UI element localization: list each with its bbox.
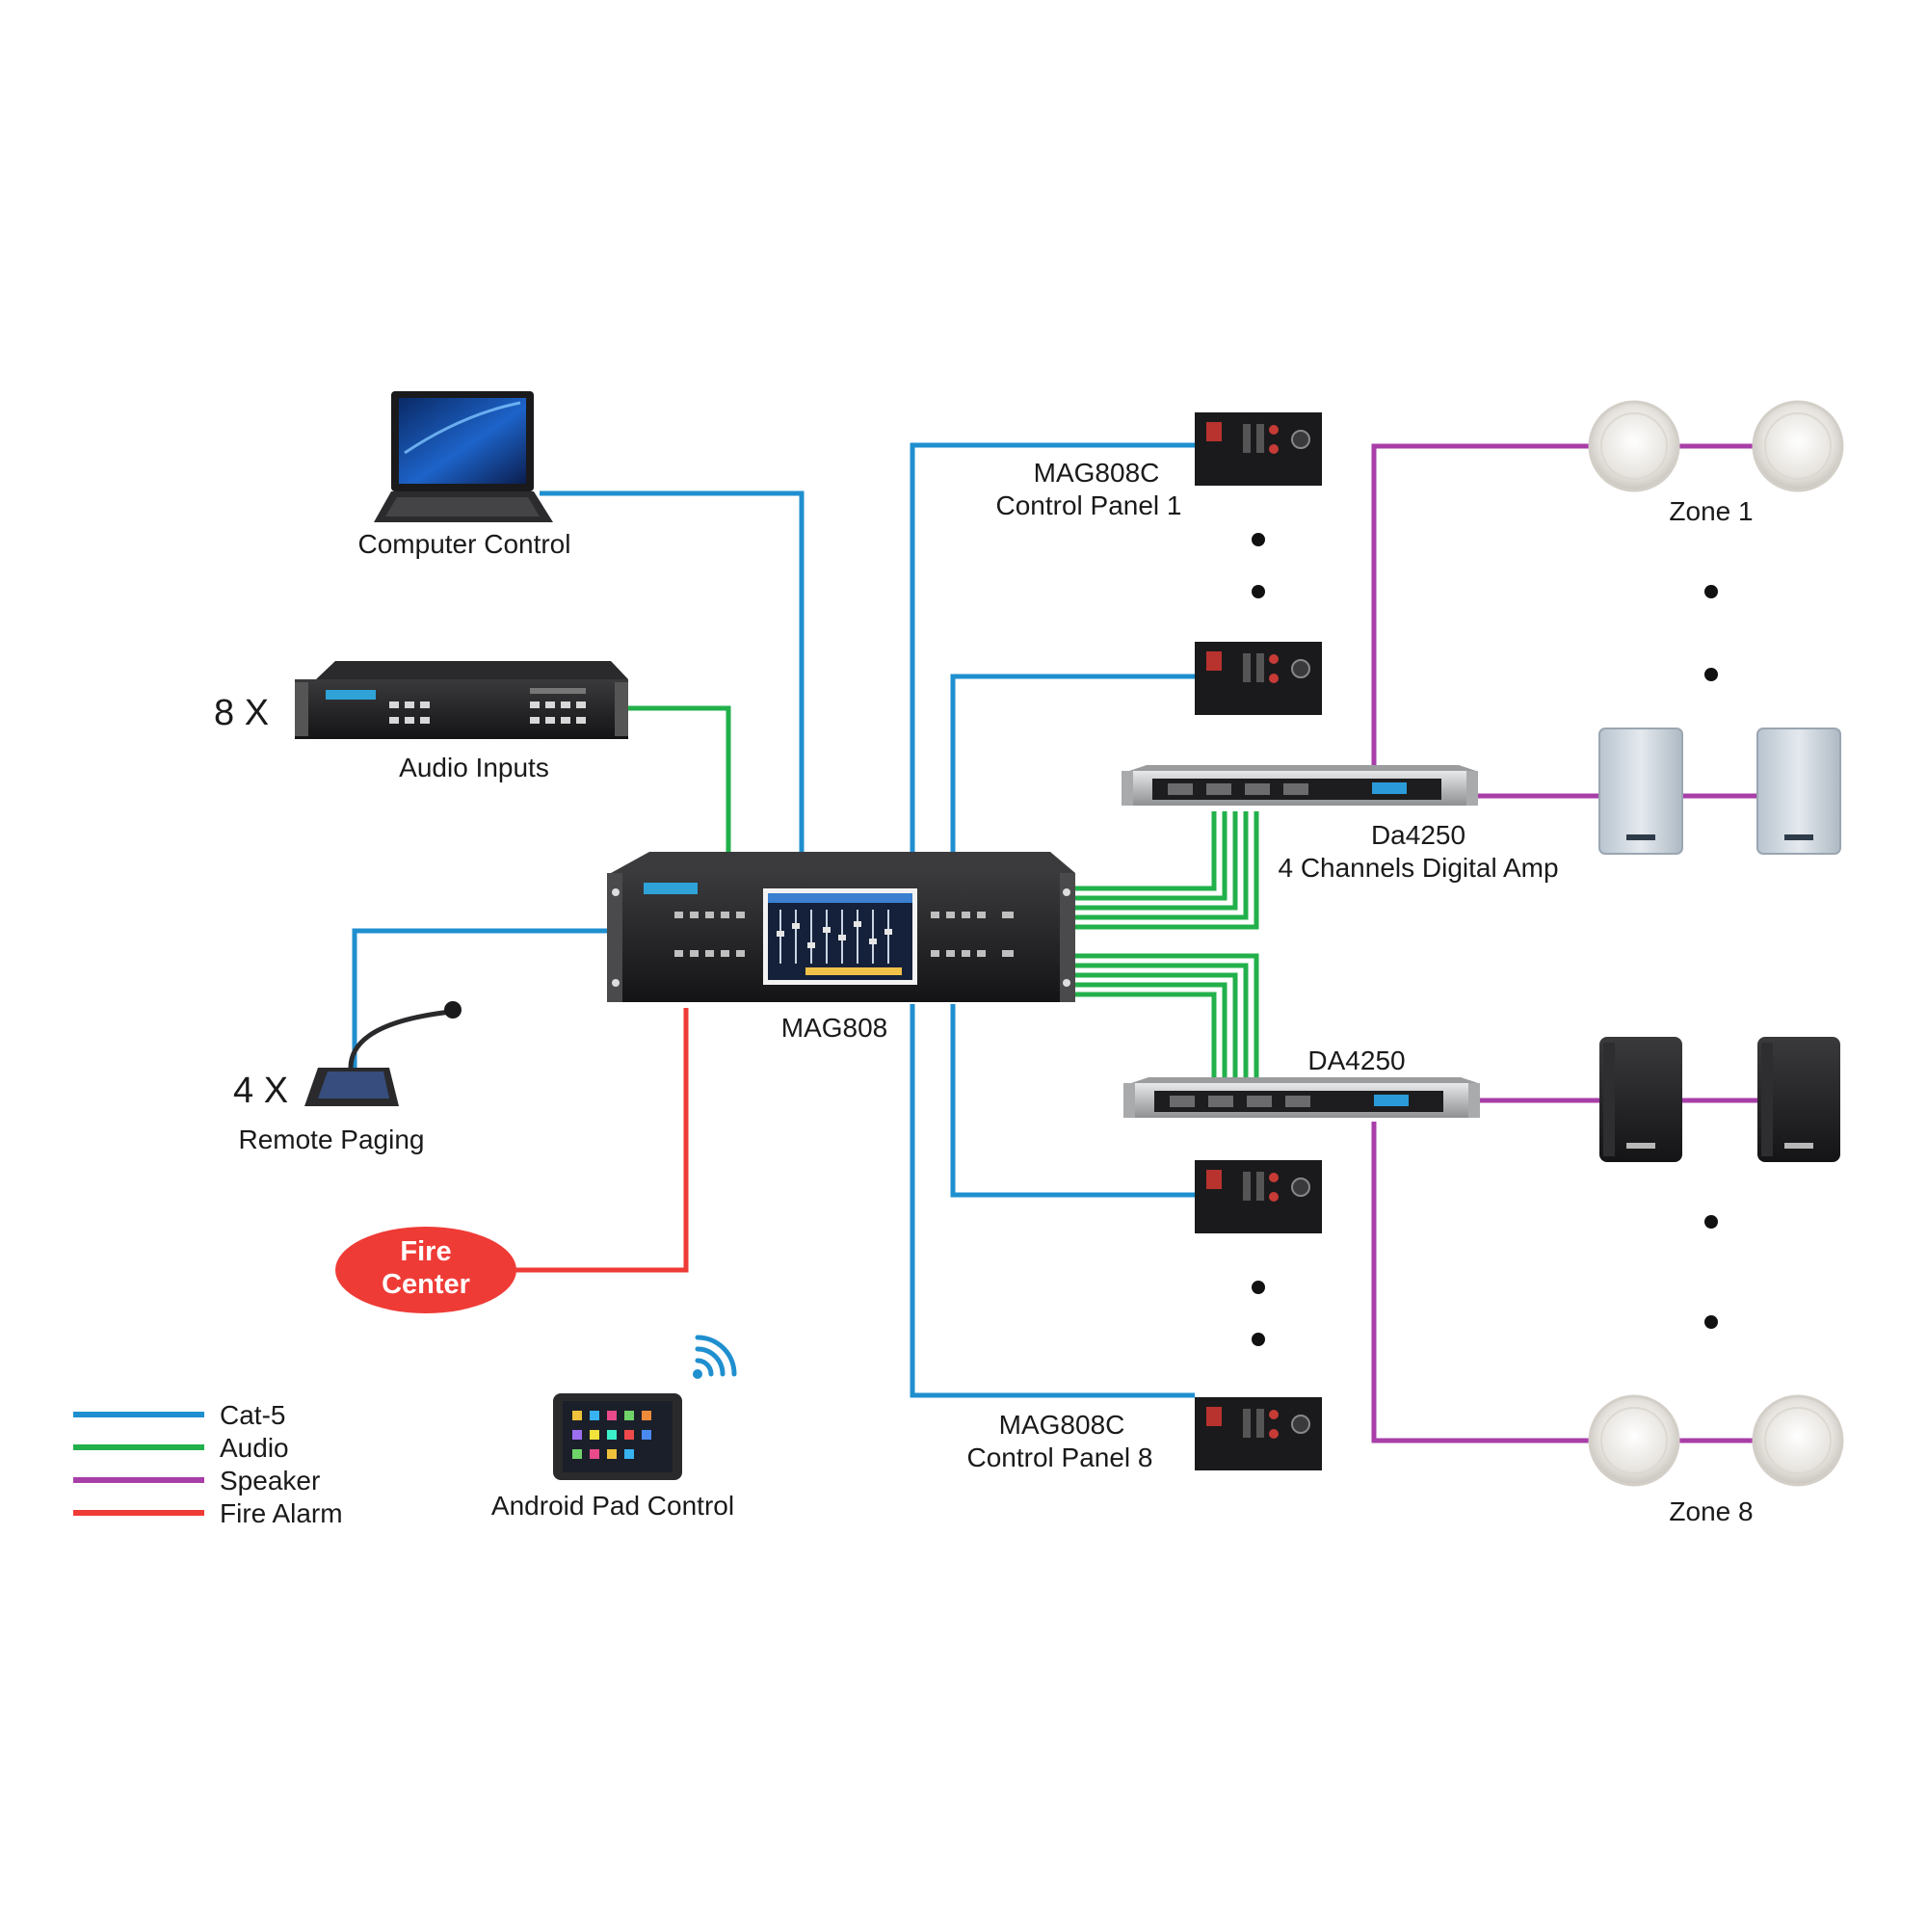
- ellipsis-dot: [1252, 1281, 1265, 1294]
- amp-bottom-model-label: DA4250: [1307, 1045, 1405, 1075]
- ceiling-speaker-icon: [1588, 1394, 1680, 1487]
- ellipsis-dot: [1704, 1215, 1718, 1229]
- wires: [352, 442, 1757, 1443]
- legend: Cat-5 Audio Speaker Fire Alarm: [73, 1400, 343, 1528]
- wire-computer-to-mag808: [540, 490, 805, 856]
- box-speaker-icon: [1599, 1037, 1682, 1162]
- ellipsis-dot: [1704, 585, 1718, 598]
- legend-label: Cat-5: [220, 1400, 285, 1430]
- tablet-icon: [553, 1393, 682, 1480]
- ellipsis-dot: [1704, 1315, 1718, 1329]
- legend-item: Audio: [73, 1433, 289, 1463]
- audio-inputs-multiplier: 8 X: [214, 693, 269, 733]
- amp-top-desc-label: 4 Channels Digital Amp: [1278, 853, 1558, 883]
- legend-label: Audio: [220, 1433, 289, 1463]
- amp-top-model-label: Da4250: [1371, 820, 1465, 850]
- fire-center-badge: Fire Center: [335, 1227, 516, 1313]
- zone-1-label: Zone 1: [1669, 496, 1753, 526]
- audio-wires: [628, 705, 1259, 1077]
- paging-microphone-icon: [304, 1001, 462, 1106]
- ellipsis-dot: [1252, 533, 1265, 546]
- wifi-icon: [693, 1335, 737, 1379]
- wire-mag808-to-panel7: [950, 1004, 1195, 1198]
- legend-item: Cat-5: [73, 1400, 285, 1430]
- remote-paging-label: Remote Paging: [238, 1125, 424, 1154]
- cat5-wires: [352, 442, 1195, 1398]
- mag808-label: MAG808: [781, 1013, 888, 1043]
- android-pad-label: Android Pad Control: [491, 1491, 734, 1521]
- amp-bottom-icon: [1123, 1077, 1480, 1118]
- audio-inputs-label: Audio Inputs: [399, 753, 549, 782]
- wire-mag808-to-panel8: [910, 1004, 1195, 1398]
- wall-speaker-icon: [1598, 728, 1683, 855]
- laptop-icon: [374, 391, 553, 522]
- ceiling-speaker-icon: [1752, 1394, 1844, 1487]
- legend-item: Speaker: [73, 1466, 320, 1495]
- fire-center-line2: Center: [382, 1269, 470, 1300]
- ceiling-speaker-icon: [1752, 400, 1844, 492]
- wire-amp-top-to-zone1: [1371, 443, 1592, 771]
- wire-mag808-to-panel2: [950, 674, 1195, 856]
- wire-amp-bottom-to-zone8: [1371, 1122, 1592, 1443]
- matrix-rack-icon: [607, 852, 1075, 1002]
- legend-label: Fire Alarm: [220, 1498, 343, 1528]
- wire-audio-inputs-to-mag808: [628, 705, 731, 856]
- wire-paging-to-mag808: [352, 928, 609, 1068]
- control-panel-1-icon: [1195, 412, 1322, 486]
- panel-1-model-label: MAG808C: [1034, 458, 1160, 488]
- control-panel-8-icon: [1195, 1397, 1322, 1470]
- panel-8-model-label: MAG808C: [999, 1410, 1125, 1440]
- fire-center-line1: Fire: [400, 1236, 451, 1267]
- wire-mag808-to-panel1: [910, 442, 1195, 856]
- wire-fire-center-to-mag808: [513, 1008, 689, 1273]
- control-panel-2-icon: [1195, 642, 1322, 715]
- wire-bundle-mag808-to-amp-bottom: [1075, 953, 1259, 1077]
- computer-control-label: Computer Control: [358, 529, 571, 559]
- amp-top-icon: [1122, 765, 1478, 806]
- panel-1-name-label: Control Panel 1: [995, 490, 1181, 520]
- wire-bundle-mag808-to-amp-top: [1075, 811, 1259, 930]
- ellipsis-dot: [1704, 668, 1718, 681]
- control-panel-7-icon: [1195, 1160, 1322, 1233]
- ellipsis-dot: [1252, 1333, 1265, 1346]
- ceiling-speaker-icon: [1588, 400, 1680, 492]
- remote-paging-multiplier: 4 X: [233, 1071, 288, 1111]
- ellipsis-dot: [1252, 585, 1265, 598]
- zone-8-label: Zone 8: [1669, 1496, 1753, 1526]
- legend-item: Fire Alarm: [73, 1498, 343, 1528]
- wall-speaker-icon: [1756, 728, 1841, 855]
- speaker-wires: [1371, 443, 1757, 1443]
- panel-8-name-label: Control Panel 8: [966, 1442, 1152, 1472]
- box-speaker-icon: [1757, 1037, 1840, 1162]
- rack-player-icon: [295, 661, 628, 739]
- legend-label: Speaker: [220, 1466, 320, 1495]
